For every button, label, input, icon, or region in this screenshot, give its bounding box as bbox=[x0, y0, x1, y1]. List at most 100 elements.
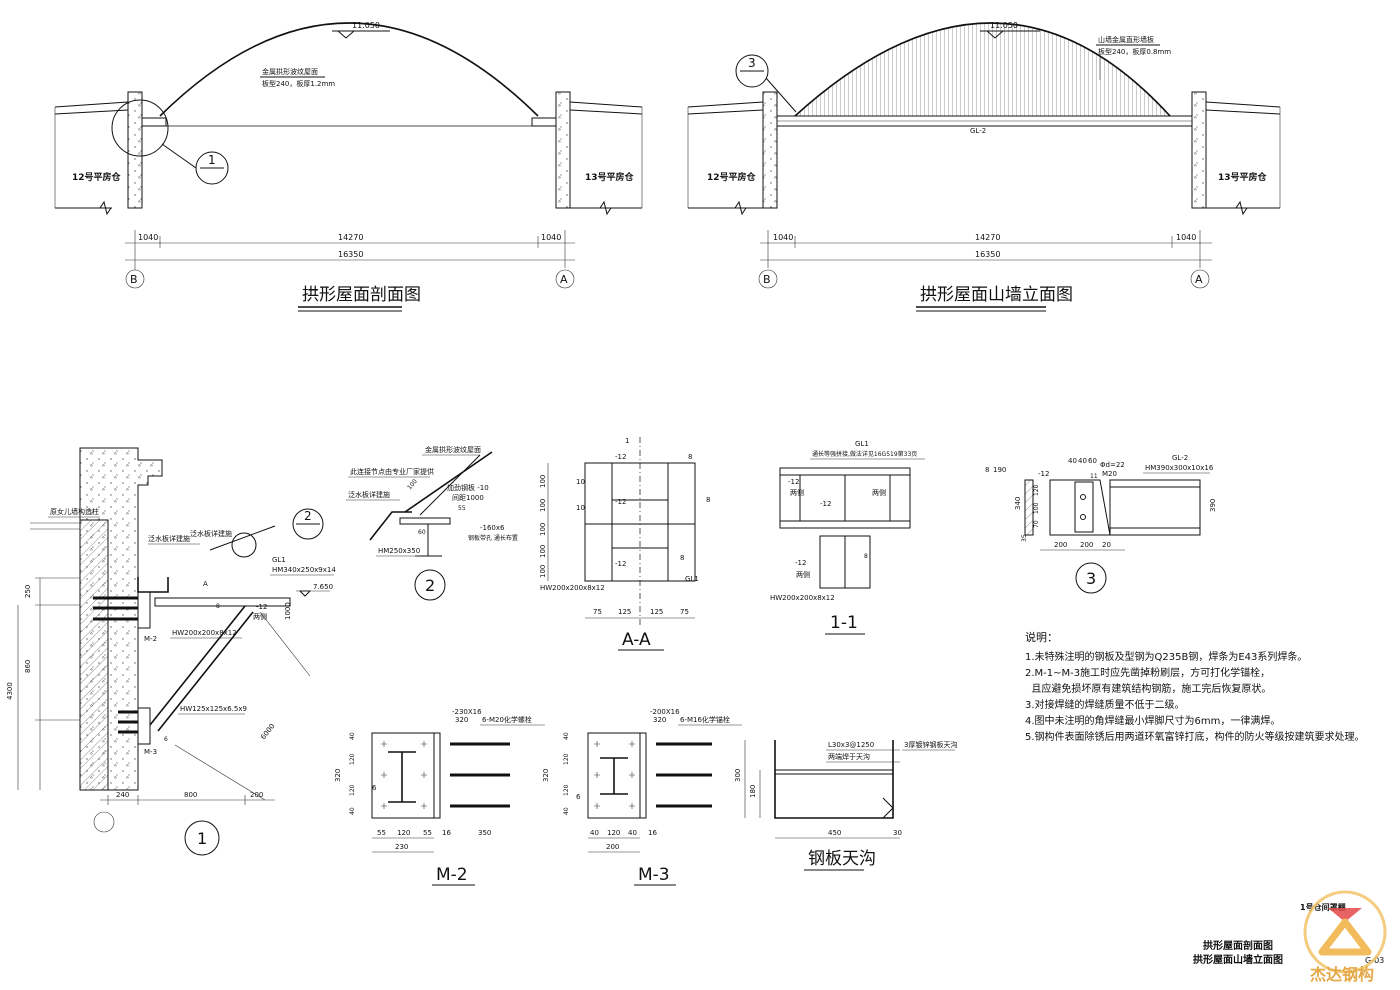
aa-weld-5: 10 bbox=[576, 504, 585, 512]
detail-m2: -230X16 320 6 6-M20化学螺栓 320 40 120 120 4… bbox=[334, 708, 545, 886]
dim-mid: 14270 bbox=[338, 233, 363, 242]
m2-title: M-2 bbox=[436, 865, 468, 885]
d3-v-70: 70 bbox=[1033, 520, 1040, 528]
aa-dim-h1: 75 bbox=[593, 608, 602, 616]
d3-right-390: 390 bbox=[1209, 499, 1217, 512]
d3-bracket bbox=[1049, 479, 1111, 536]
detail-marker-3[interactable] bbox=[735, 54, 769, 88]
roof-note-2: 板型240，板厚1.2mm bbox=[262, 79, 335, 88]
roof-line-left-2 bbox=[54, 109, 129, 115]
detail-gutter: L30x3@1250 两端焊于天沟 3厚镀锌钢板天沟 300 180 450 3… bbox=[734, 740, 957, 871]
detail1-marker[interactable] bbox=[184, 820, 220, 856]
d3-top-60: 60 bbox=[1088, 457, 1097, 465]
drawing-name-1: 拱形屋面剖面图 bbox=[1203, 939, 1273, 952]
m3-thick: 16 bbox=[648, 829, 657, 837]
d11-plate-2: -12 bbox=[820, 500, 831, 508]
m3-h-section bbox=[600, 757, 628, 795]
aa-dim-v5: 100 bbox=[539, 565, 547, 578]
m2-dim-40b: 40 bbox=[349, 807, 356, 815]
notes-line-6: 5.钢构件表面除锈后用两道环氧富锌打底，构件的防火等级按建筑要求处理。 bbox=[1025, 730, 1365, 743]
m2-dim-55b: 55 bbox=[423, 829, 432, 837]
m3-plate-w: 320 bbox=[653, 716, 666, 724]
m2-bolt-note: 6-M20化学螺栓 bbox=[482, 715, 532, 724]
gable-wall-right bbox=[1191, 91, 1207, 209]
m3-title: M-3 bbox=[638, 865, 670, 885]
gutter-channel bbox=[774, 740, 894, 819]
d3-left-8: 8 bbox=[985, 466, 989, 474]
axis-bubble bbox=[93, 811, 115, 833]
aa-dim-h4: 75 bbox=[680, 608, 689, 616]
d2-dim-60: 60 bbox=[418, 529, 426, 536]
gutter-dim-450: 450 bbox=[828, 829, 841, 837]
d2-flashing bbox=[369, 511, 412, 541]
note-flashing-a: 泛水板详建施 bbox=[148, 534, 190, 543]
notes-line-3: 且应避免损坏原有建筑结构钢筋，施工完后恢复原状。 bbox=[1025, 682, 1271, 695]
aa-dim-v4: 100 bbox=[539, 545, 547, 558]
d3-gl2: GL-2 bbox=[1172, 454, 1188, 462]
d2-dim-55: 55 bbox=[458, 505, 466, 512]
section-view: 11.050 金属拱形波纹屋面 板型240，板厚1.2mm 12号平房仓 13号… bbox=[54, 21, 643, 312]
gutter-dim-30: 30 bbox=[893, 829, 902, 837]
elev-marker bbox=[336, 30, 356, 39]
gutter-angle-note: L30x3@1250 bbox=[828, 741, 874, 749]
gable-view: GL-2 11.050 山墙金属直形墙板 板型240，板厚0.8mm 12号平房… bbox=[687, 21, 1281, 312]
m2-label: M-2 bbox=[144, 635, 157, 643]
gable-title: 拱形屋面山墙立面图 bbox=[920, 285, 1073, 305]
d11-weld-two-2: 两侧 bbox=[872, 488, 886, 497]
dim-4300: 4300 bbox=[6, 682, 14, 700]
aa-weld-4: 8 bbox=[680, 554, 684, 562]
notes-line-5: 4.图中未注明的角焊缝最小焊脚尺寸为6mm，一律满焊。 bbox=[1025, 714, 1280, 727]
m3-dim-40h-b: 40 bbox=[628, 829, 637, 837]
roof-line-right-2 bbox=[569, 109, 643, 115]
detail1-sub-marker[interactable] bbox=[292, 508, 324, 540]
axis-a: A bbox=[560, 273, 568, 286]
weld-size-label: 8 bbox=[216, 603, 220, 610]
detail-marker-1[interactable] bbox=[195, 151, 229, 185]
dim-860: 860 bbox=[24, 660, 32, 673]
d2-plate bbox=[399, 517, 451, 525]
gable-axis-b: B bbox=[763, 273, 771, 286]
beam-end-left bbox=[141, 117, 167, 127]
detail3-marker[interactable] bbox=[1075, 562, 1107, 594]
detail1-marker-text: 1 bbox=[197, 829, 207, 848]
m2-plate: -230X16 bbox=[452, 708, 482, 716]
detail-1: 原女儿墙构造柱 泛水板详建施 泛水板详建施 2 GL1 HM340x250x9x… bbox=[6, 447, 336, 856]
gutter-dim-300: 300 bbox=[734, 769, 742, 782]
detail2-marker[interactable] bbox=[414, 569, 446, 601]
beam-gl1 bbox=[154, 597, 291, 607]
m2-h-section bbox=[388, 751, 416, 803]
m3-dim-120b: 120 bbox=[563, 784, 570, 796]
weld-both-sides: 两侧 bbox=[253, 612, 267, 621]
d2-dim-100: 100 bbox=[406, 478, 419, 491]
title-block: 1号仓间罩棚 拱形屋面剖面图 拱形屋面山墙立面图 G-03 杰达钢构 bbox=[1193, 890, 1387, 984]
dim-800: 800 bbox=[184, 791, 197, 799]
detail-3: GL-2 HM390x300x10x16 Φd=22 M20 -12 40 40… bbox=[985, 454, 1217, 594]
section-a-label: A bbox=[203, 580, 208, 588]
aa-gl1: GL1 bbox=[685, 575, 699, 583]
drawing-name-2: 拱形屋面山墙立面图 bbox=[1193, 953, 1283, 966]
detail-aa: 1 -12 -12 -12 10 8 8 8 10 HW200x200x8x12… bbox=[539, 437, 710, 651]
d3-wall bbox=[1024, 479, 1034, 536]
dim-1000: 1000 bbox=[284, 602, 292, 620]
detail-callout-circle bbox=[111, 99, 169, 157]
gable-left-building: 12号平房仓 bbox=[707, 171, 757, 183]
m3-weld: 6 bbox=[576, 793, 581, 801]
dim-250: 250 bbox=[24, 585, 32, 598]
axis-b: B bbox=[130, 273, 138, 286]
d11-weld-two-1: 两侧 bbox=[790, 488, 804, 497]
gutter-plate-note: 3厚镀锌钢板天沟 bbox=[904, 740, 957, 749]
m2-dim-40a: 40 bbox=[349, 732, 356, 740]
d3-hm: HM390x300x10x16 bbox=[1145, 464, 1214, 472]
d3-bottom-20: 20 bbox=[1102, 541, 1111, 549]
gable-dim-total: 16350 bbox=[975, 250, 1000, 259]
m3-dim-40b: 40 bbox=[563, 807, 570, 815]
m3-dim-40a: 40 bbox=[563, 732, 570, 740]
m2-thick: 16 bbox=[442, 829, 451, 837]
weld-6-label: 6 bbox=[164, 736, 168, 743]
aa-title: A-A bbox=[622, 630, 651, 650]
d11-note: 通长等强拼接,做法详见16G519第33页 bbox=[812, 450, 917, 458]
d3-plate: -12 bbox=[1038, 470, 1049, 478]
detail-11: GL1 通长等强拼接,做法详见16G519第33页 -12 -12 -12 两侧… bbox=[770, 440, 925, 635]
gable-dim-mid: 14270 bbox=[975, 233, 1000, 242]
